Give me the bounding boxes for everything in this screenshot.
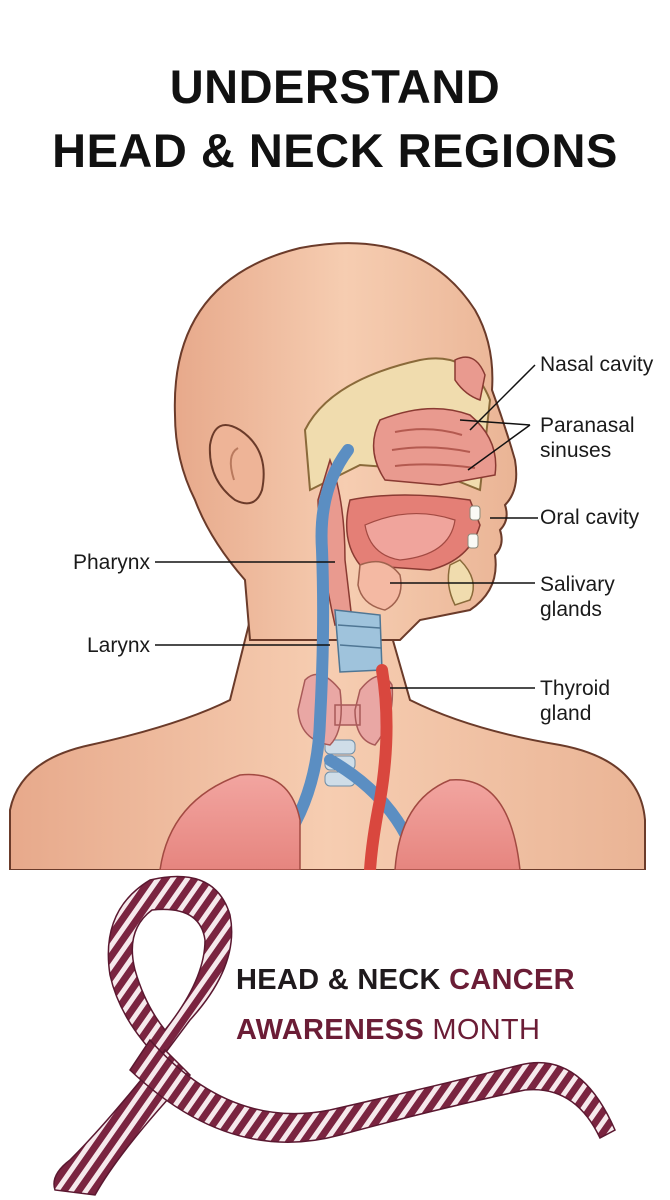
- awareness-line-2: AWARENESS MONTH: [236, 1005, 575, 1055]
- carotid-artery: [364, 664, 393, 870]
- label-salivary-line1: Salivary: [540, 573, 615, 596]
- ear: [208, 424, 265, 505]
- label-paranasal-line2: sinuses: [540, 439, 612, 462]
- title-line-1: UNDERSTAND: [169, 60, 501, 113]
- awareness-month: MONTH: [432, 1014, 541, 1046]
- label-thyroid-gland: Thyroid gland: [540, 676, 610, 726]
- awareness-line-1: HEAD & NECK CANCER: [236, 955, 575, 1005]
- leader-lines: [155, 364, 538, 689]
- tongue: [364, 513, 456, 561]
- label-larynx: Larynx: [86, 634, 150, 657]
- label-paranasal-line1: Paranasal: [540, 414, 635, 437]
- awareness-awareness: AWARENESS: [236, 1014, 425, 1046]
- title-line-2: HEAD & NECK REGIONS: [52, 124, 618, 177]
- label-thyroid-line1: Thyroid: [540, 677, 611, 700]
- left-lung: [159, 773, 301, 870]
- awareness-title: HEAD & NECK CANCER AWARENESS MONTH: [236, 955, 575, 1055]
- label-pharynx: Pharynx: [72, 551, 150, 574]
- head-neck-anatomy-illustration: [9, 242, 646, 870]
- awareness-ribbon-icon: [53, 875, 616, 1196]
- larynx: [334, 609, 383, 673]
- label-paranasal-sinuses: Paranasal sinuses: [540, 413, 635, 463]
- label-oral-cavity: Oral cavity: [540, 506, 640, 529]
- awareness-head-neck: HEAD & NECK: [236, 964, 441, 996]
- right-lung: [394, 779, 521, 870]
- label-thyroid-line2: gland: [540, 702, 592, 725]
- label-salivary-line2: glands: [540, 598, 602, 621]
- awareness-cancer: CANCER: [449, 964, 575, 996]
- label-nasal-cavity: Nasal cavity: [540, 353, 654, 376]
- poster-title: UNDERSTAND HEAD & NECK REGIONS: [0, 55, 670, 183]
- label-salivary-glands: Salivary glands: [540, 572, 615, 622]
- paranasal-sinus: [454, 356, 486, 401]
- salivary-gland: [357, 560, 402, 611]
